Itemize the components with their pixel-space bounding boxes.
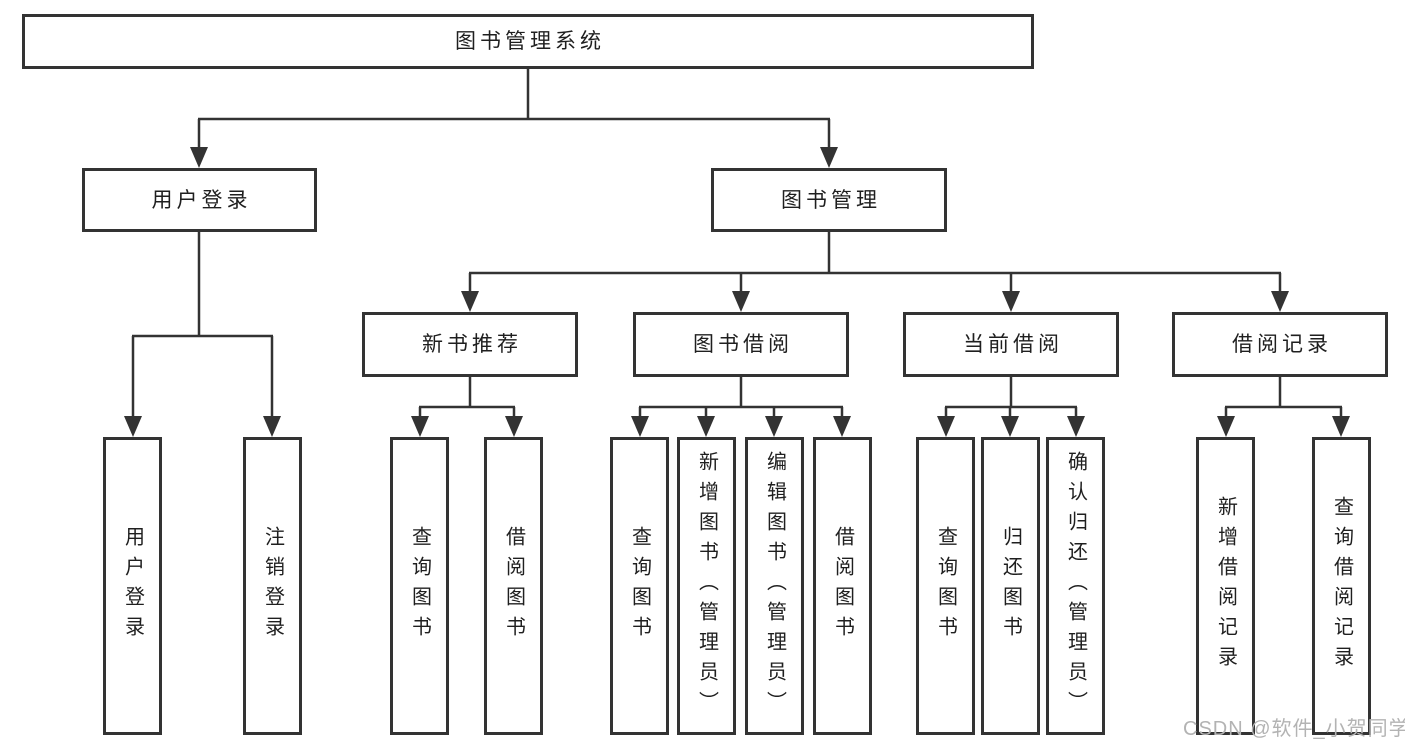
leaf-query-books-3: 查询图书 [916, 437, 975, 735]
node-current-borrow: 当前借阅 [903, 312, 1119, 377]
leaf-add-book-admin: 新增图书（管理员） [677, 437, 736, 735]
leaf-query-borrow-record: 查询借阅记录 [1312, 437, 1371, 735]
arrowhead-icons [124, 147, 1350, 437]
leaf-borrow-books-2: 借阅图书 [813, 437, 872, 735]
leaf-confirm-return-admin: 确认归还（管理员） [1046, 437, 1105, 735]
node-book-management: 图书管理 [711, 168, 947, 232]
leaf-query-books-1: 查询图书 [390, 437, 449, 735]
leaf-return-book: 归还图书 [981, 437, 1040, 735]
leaf-query-books-2: 查询图书 [610, 437, 669, 735]
node-new-book-recommend: 新书推荐 [362, 312, 578, 377]
node-borrow-records: 借阅记录 [1172, 312, 1388, 377]
leaf-edit-book-admin: 编辑图书（管理员） [745, 437, 804, 735]
node-root: 图书管理系统 [22, 14, 1034, 69]
leaf-add-borrow-record: 新增借阅记录 [1196, 437, 1255, 735]
csdn-watermark: CSDN @软件_小贺同学 [1183, 718, 1405, 740]
leaf-borrow-books-1: 借阅图书 [484, 437, 543, 735]
leaf-logout: 注销登录 [243, 437, 302, 735]
node-user-login: 用户登录 [82, 168, 317, 232]
node-book-borrow: 图书借阅 [633, 312, 849, 377]
leaf-user-login: 用户登录 [103, 437, 162, 735]
